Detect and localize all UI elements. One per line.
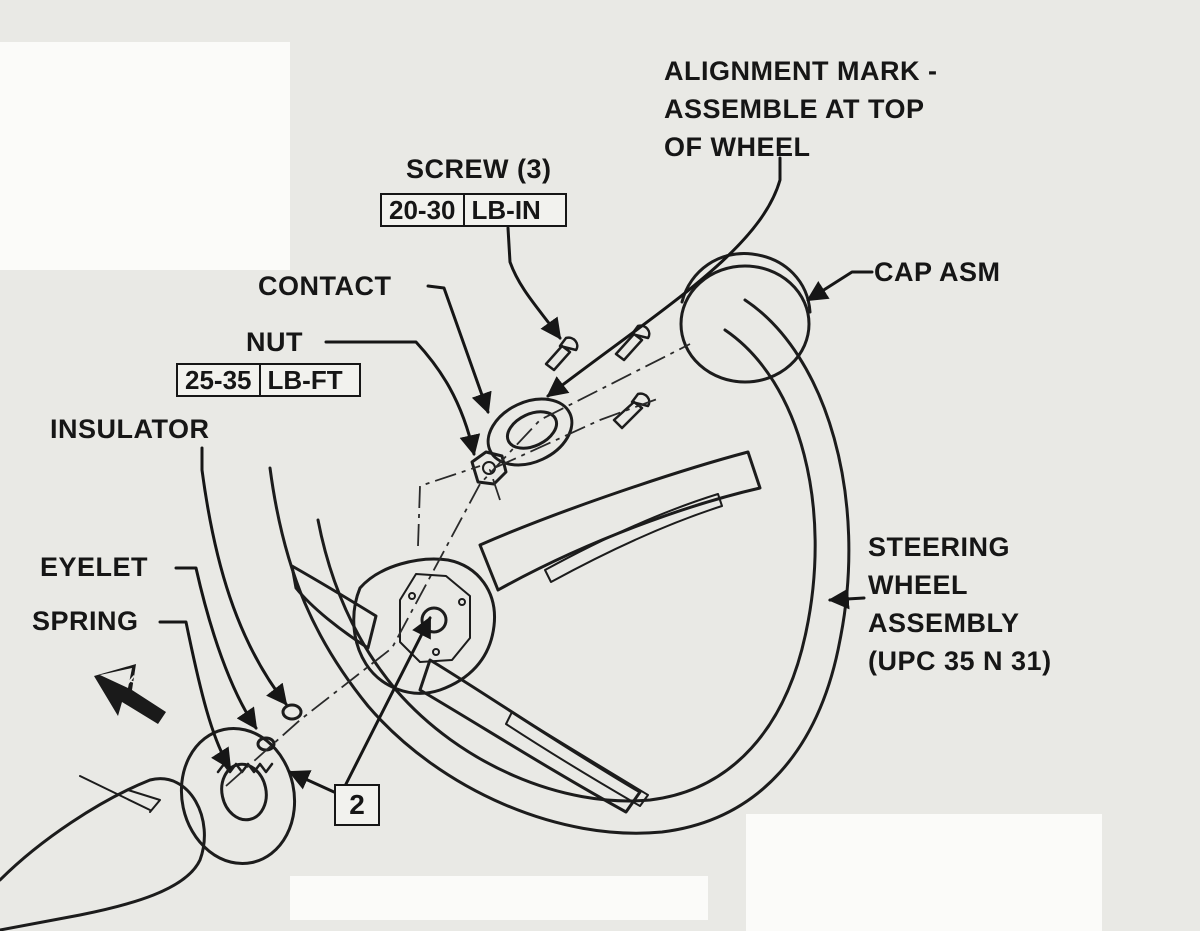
blank-panel-top-left [0,42,290,270]
eyelet-label: EYELET [40,552,149,582]
screw-torque-unit: LB-IN [462,195,565,225]
cap-asm-label: CAP ASM [874,257,1001,287]
blank-panel-bottom-center [290,876,708,920]
nut-torque-spec: 25-35 LB-FT [176,363,361,397]
screw-torque-spec: 20-30 LB-IN [380,193,567,227]
screw-torque-value: 20-30 [389,195,456,225]
callout-ref-2: 2 [334,784,380,826]
screw-label: SCREW (3) [406,154,552,184]
view-arrow-a [94,664,166,724]
blank-panel-bottom-right [746,814,1102,931]
column-flange [179,726,297,866]
wheel-spoke-left [290,564,378,650]
hex-nut [470,450,508,486]
wheel-spoke-lower [418,658,642,814]
nut-torque-value: 25-35 [185,365,252,395]
contact-label: CONTACT [258,271,392,301]
wheel-rim-inner [316,328,817,803]
alignment-mark-label: ALIGNMENT MARK - ASSEMBLE AT TOP OF WHEE… [664,56,938,162]
nut-torque-unit: LB-FT [258,365,359,395]
wheel-rim-outer [268,298,851,835]
steering-wheel-assembly-label: STEERING WHEEL ASSEMBLY (UPC 35 N 31) [868,532,1052,676]
horn-cap [679,264,811,384]
wheel-spoke-upper [478,450,762,592]
steering-column [0,777,206,931]
spring-label: SPRING [32,606,139,636]
insulator-label: INSULATOR [50,414,210,444]
nut-label: NUT [246,327,303,357]
